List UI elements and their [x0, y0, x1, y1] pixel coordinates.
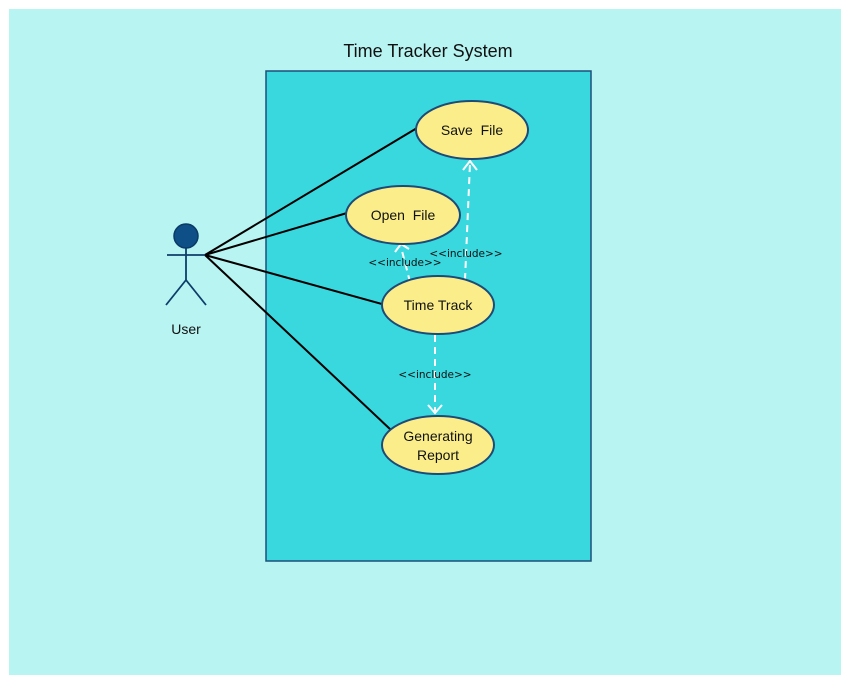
use-case-generating-report-label-line2: Report [417, 447, 459, 463]
include-save-line[interactable] [464, 162, 471, 281]
association-time-track[interactable] [204, 254, 383, 305]
association-generating-report[interactable] [204, 254, 392, 431]
system-title: Time Tracker System [343, 41, 512, 61]
association-open-file[interactable] [204, 212, 348, 256]
actor-user[interactable] [165, 223, 207, 306]
include-save-label: <<include>> [429, 248, 502, 260]
actor-user-label: User [171, 321, 201, 337]
use-case-save-file[interactable] [415, 100, 529, 160]
include-report-arrowhead [427, 404, 443, 415]
use-case-save-file-label: Save File [441, 122, 503, 138]
include-report-label: <<include>> [398, 369, 471, 381]
include-open-label: <<include>> [368, 257, 441, 269]
use-case-open-file-label: Open File [371, 207, 436, 223]
use-case-generating-report-label-line1: Generating [403, 428, 472, 444]
use-case-generating-report[interactable] [381, 415, 495, 475]
use-case-time-track-label: Time Track [404, 297, 474, 313]
use-case-open-file[interactable] [345, 185, 461, 245]
actor-body-icon [165, 248, 207, 306]
association-save-file[interactable] [204, 127, 418, 256]
include-open-line[interactable] [400, 246, 411, 283]
include-save-arrowhead [462, 159, 478, 171]
use-case-time-track[interactable] [381, 275, 495, 335]
actor-head-icon [173, 223, 199, 249]
